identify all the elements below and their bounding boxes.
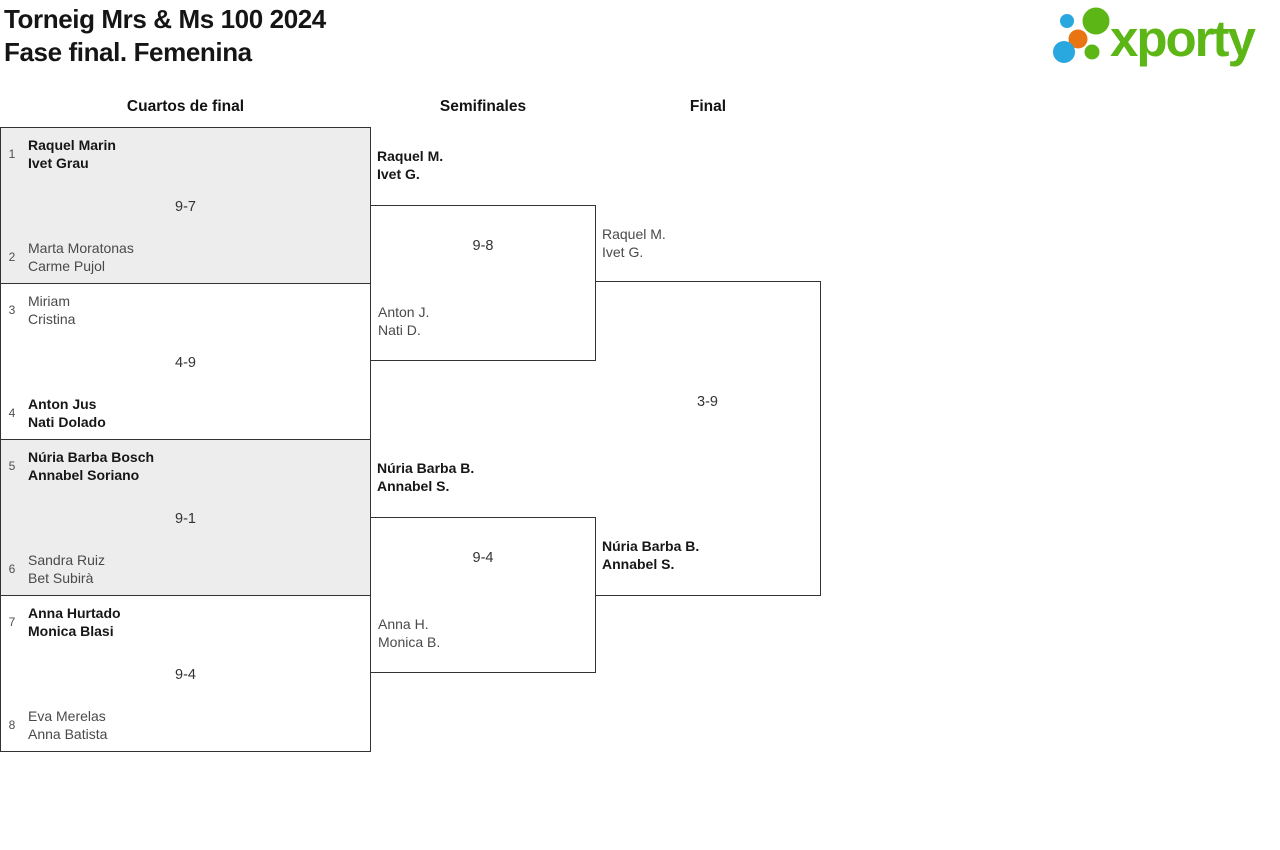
team-names: Anton J. Nati D. bbox=[378, 304, 430, 338]
round-header-semifinals: Semifinales bbox=[439, 98, 527, 115]
match-score: 9-1 bbox=[175, 511, 196, 527]
advancing-team-label: Núria Barba B. Annabel S. bbox=[377, 460, 475, 494]
team-row: 4 Anton Jus Nati Dolado bbox=[1, 395, 106, 431]
round-header-quarterfinals: Cuartos de final bbox=[126, 98, 245, 115]
page-title: Torneig Mrs & Ms 100 2024 Fase final. Fe… bbox=[4, 3, 326, 69]
match-quarterfinal-4: 7 Anna Hurtado Monica Blasi 9-4 8 Eva Me… bbox=[0, 595, 371, 752]
match-score: 9-4 bbox=[472, 550, 494, 566]
team-row: 3 Miriam Cristina bbox=[1, 292, 76, 328]
logo-dot-green-small bbox=[1084, 44, 1100, 60]
match-score: 9-7 bbox=[175, 199, 196, 215]
match-semifinal-1: 9-8 Anton J. Nati D. bbox=[370, 205, 596, 361]
team-names: Marta Moratonas Carme Pujol bbox=[28, 240, 134, 274]
xporty-wordmark: xporty bbox=[1110, 10, 1257, 67]
team-names: Núria Barba B. Annabel S. bbox=[602, 538, 700, 572]
match-score: 4-9 bbox=[175, 355, 196, 371]
team-names: Anna Hurtado Monica Blasi bbox=[28, 605, 121, 639]
logo-dot-green-large bbox=[1082, 7, 1110, 35]
advancing-team-label: Raquel M. Ivet G. bbox=[377, 148, 444, 182]
team-names: Raquel Marin Ivet Grau bbox=[28, 137, 116, 171]
match-score: 9-4 bbox=[175, 667, 196, 683]
logo-dot-orange bbox=[1068, 29, 1088, 49]
seed-number: 7 bbox=[8, 615, 16, 629]
seed-number: 3 bbox=[8, 303, 16, 317]
team-row: 7 Anna Hurtado Monica Blasi bbox=[1, 604, 121, 640]
team-row: 2 Marta Moratonas Carme Pujol bbox=[1, 239, 134, 275]
match-final: 3-9 Núria Barba B. Annabel S. bbox=[595, 281, 821, 596]
team-row: 5 Núria Barba Bosch Annabel Soriano bbox=[1, 448, 154, 484]
team-names: Miriam Cristina bbox=[28, 293, 76, 327]
match-quarterfinal-2: 3 Miriam Cristina 4-9 4 Anton Jus Nati D… bbox=[0, 283, 371, 440]
seed-number: 4 bbox=[8, 406, 16, 420]
match-score: 9-8 bbox=[472, 238, 494, 254]
match-score: 3-9 bbox=[697, 394, 718, 410]
round-header-final: Final bbox=[689, 98, 727, 115]
seed-number: 2 bbox=[8, 250, 16, 264]
xporty-logo[interactable]: xporty bbox=[1048, 1, 1278, 75]
team-names: Anton Jus Nati Dolado bbox=[28, 396, 106, 430]
team-row: 1 Raquel Marin Ivet Grau bbox=[1, 136, 116, 172]
logo-dot-blue-large bbox=[1053, 41, 1075, 63]
xporty-logo-graphic: xporty bbox=[1053, 7, 1259, 67]
logo-dot-blue-small bbox=[1060, 14, 1074, 28]
seed-number: 6 bbox=[8, 562, 16, 576]
seed-number: 5 bbox=[8, 459, 16, 473]
team-names: Anna H. Monica B. bbox=[378, 616, 441, 650]
team-row: 8 Eva Merelas Anna Batista bbox=[1, 707, 108, 743]
seed-number: 8 bbox=[8, 718, 16, 732]
team-names: Núria Barba Bosch Annabel Soriano bbox=[28, 449, 155, 483]
team-row: 6 Sandra Ruiz Bet Subirà bbox=[1, 551, 105, 587]
match-quarterfinal-3: 5 Núria Barba Bosch Annabel Soriano 9-1 … bbox=[0, 439, 371, 596]
team-names: Eva Merelas Anna Batista bbox=[28, 708, 108, 742]
team-names: Sandra Ruiz Bet Subirà bbox=[28, 552, 106, 586]
advancing-team-label: Raquel M. Ivet G. bbox=[602, 226, 666, 260]
seed-number: 1 bbox=[8, 147, 16, 161]
page-title-line1: Torneig Mrs & Ms 100 2024 bbox=[4, 4, 326, 34]
match-quarterfinal-1: 1 Raquel Marin Ivet Grau 9-7 2 Marta Mor… bbox=[0, 127, 371, 284]
page-title-line2: Fase final. Femenina bbox=[4, 37, 252, 67]
match-semifinal-2: 9-4 Anna H. Monica B. bbox=[370, 517, 596, 673]
